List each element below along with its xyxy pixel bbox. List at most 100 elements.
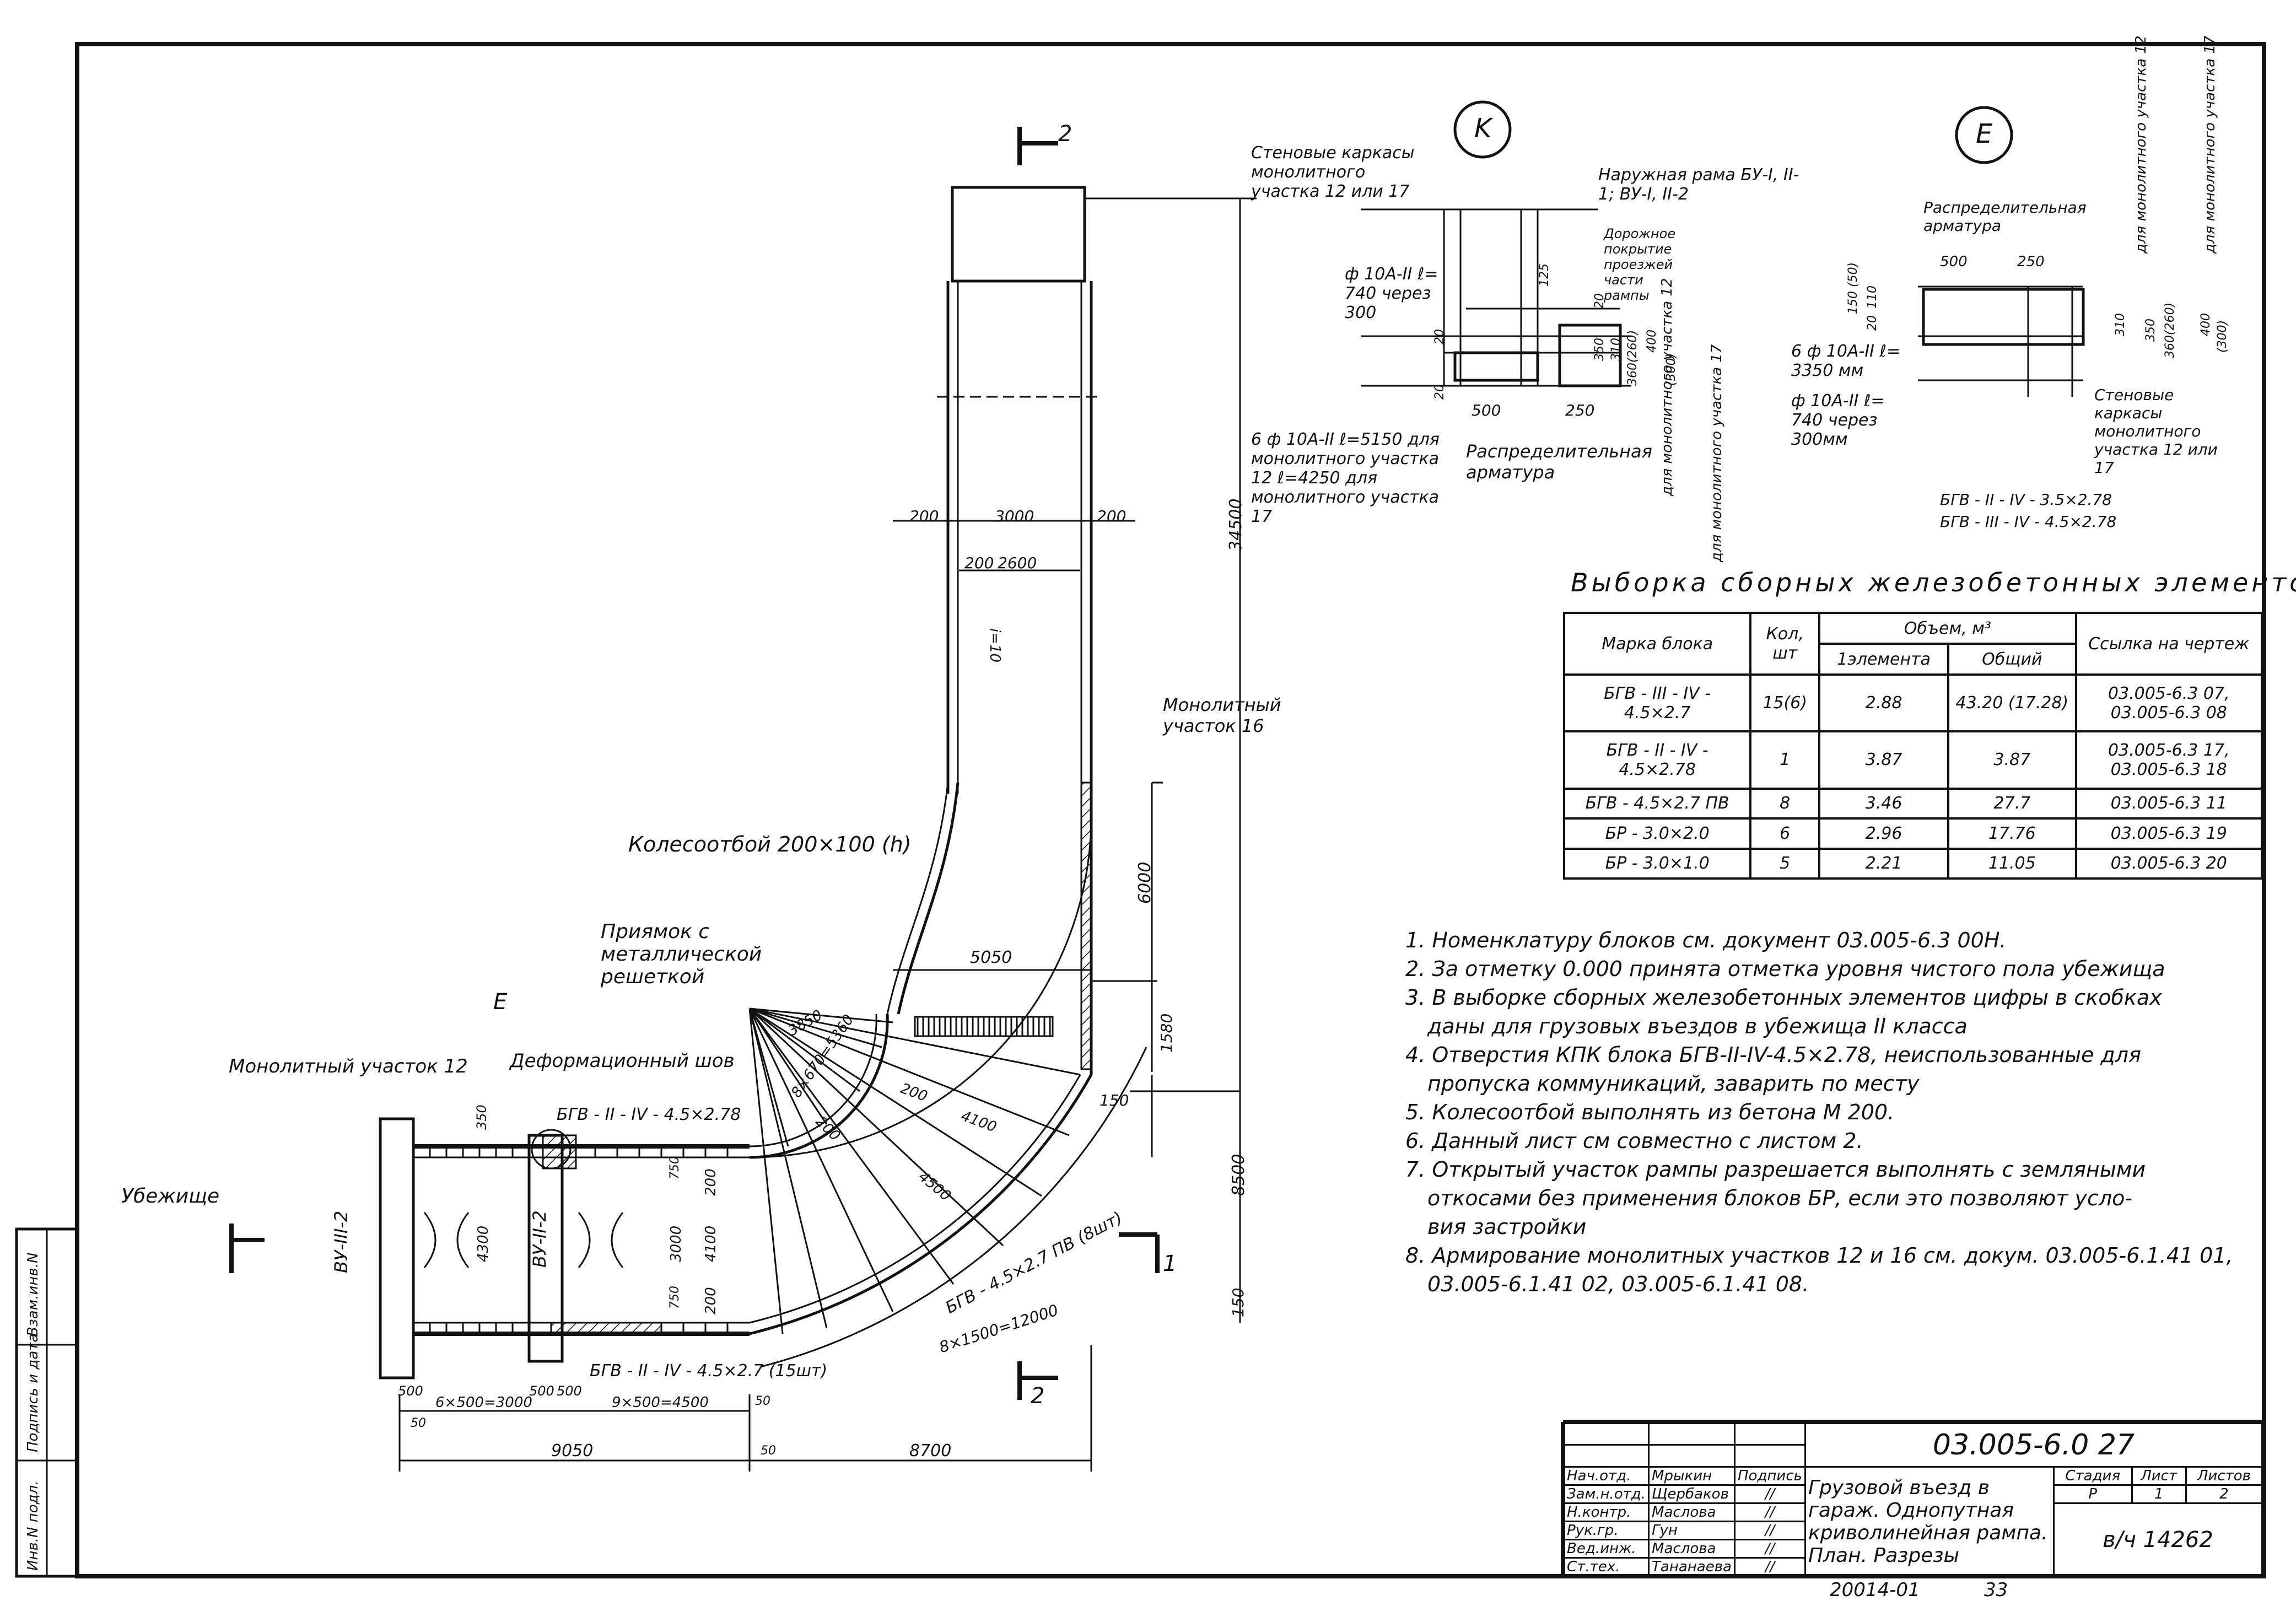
dim-text: 9×500=4500 xyxy=(612,1394,709,1411)
dim-text: 200 xyxy=(703,1287,719,1314)
section-label-2-bottom: 2 xyxy=(1031,1383,1045,1409)
dim-text: 750 xyxy=(668,1286,682,1309)
drawing-title: Грузовой въезд в гараж. Однопутная криво… xyxy=(1804,1466,2055,1577)
label-road-cover: Дорожное покрытие проезжей части рампы xyxy=(1604,226,1676,303)
spec-title: Выборка сборных железобетонных элементов xyxy=(1571,568,2296,597)
label-dist-rebar-e: Распределительная арматура xyxy=(1923,198,2087,235)
stamp-frame xyxy=(1561,1420,2264,1576)
label-pit: Приямок с металлической решеткой xyxy=(601,920,762,988)
dim-text: 360(260) xyxy=(2163,302,2177,358)
stamp-name: Гун xyxy=(1648,1521,1736,1540)
dim-text: 8500 xyxy=(1229,1154,1248,1196)
detail-k xyxy=(1361,100,1631,387)
dim-text: 360(260) xyxy=(1626,330,1640,386)
dim-text: 34500 xyxy=(1226,498,1246,551)
dim-text: 200 xyxy=(703,1168,719,1196)
label-rebar-e1: 6 ф 10А-II ℓ= 3350 мм xyxy=(1791,342,1901,380)
dim-text: 50 xyxy=(755,1394,770,1408)
dim-text: 50 xyxy=(761,1444,776,1458)
note-line: 2. За отметку 0.000 принята отметка уров… xyxy=(1405,957,2165,981)
stamp-role: Ст.тех. xyxy=(1562,1557,1650,1577)
sheet-frame xyxy=(75,42,2266,1578)
stamp-sign: // xyxy=(1733,1557,1806,1577)
dim-text: 350 xyxy=(474,1104,489,1130)
stamp-sign: // xyxy=(1733,1484,1806,1504)
side-stamp-sign: Подпись и дата xyxy=(25,1333,41,1452)
note-line: откосами без применения блоков БР, если … xyxy=(1427,1186,2133,1210)
section-marks xyxy=(229,127,1160,1400)
dim-text: 200 xyxy=(909,507,939,525)
stamp-role: Рук.гр. xyxy=(1562,1521,1650,1540)
dim-text: 110 xyxy=(1866,285,1879,309)
dim-text: 20 xyxy=(1433,329,1447,344)
label-shelter: Убежище xyxy=(121,1185,220,1208)
label-vu3: ВУ-III-2 xyxy=(331,1210,352,1273)
stamp-sheets: 2 xyxy=(2185,1484,2263,1504)
dim-text: (300) xyxy=(2216,320,2229,353)
spec-header-vol-total: Общий xyxy=(1947,643,2077,676)
stamp-sheet: 1 xyxy=(2131,1484,2187,1504)
stamp-sign: // xyxy=(1733,1502,1806,1522)
dim-text: 350 xyxy=(1593,338,1607,361)
ramp-curved-portion xyxy=(748,815,1147,1368)
dim-text: 4300 xyxy=(475,1225,492,1262)
label-wheel-stop: Колесоотбой 200×100 (h) xyxy=(628,832,912,856)
dim-text: 500 xyxy=(398,1383,423,1399)
note-line: 5. Колесоотбой выполнять из бетона М 200… xyxy=(1405,1100,1895,1124)
dim-text: 310 xyxy=(2114,313,2127,336)
spec-header-qty: Кол, шт xyxy=(1749,612,1821,676)
spec-header-ref: Ссылка на чертеж xyxy=(2074,612,2263,676)
callout-e: E xyxy=(1976,118,1993,149)
stamp-name: Щербаков xyxy=(1648,1484,1736,1504)
dim-text: 500 xyxy=(557,1383,582,1399)
stamp-stage: Р xyxy=(2052,1484,2133,1504)
dim-text: 6000 xyxy=(1135,861,1155,904)
dim-text: 9050 xyxy=(551,1441,594,1461)
title-block: 03.005-6.0 27 Нач.отд. Мрыкин Подпись Гр… xyxy=(1562,1422,2263,1577)
note-line: пропуска коммуникаций, заварить по месту xyxy=(1427,1071,1920,1096)
dim-text: 500 xyxy=(529,1383,554,1399)
section-label-2-top: 2 xyxy=(1058,121,1072,147)
label-bgv-plan1: БГВ - II - IV - 4.5×2.78 xyxy=(557,1105,741,1124)
dim-text: 250 xyxy=(1565,401,1595,419)
note-line: 3. В выборке сборных железобетонных элем… xyxy=(1405,985,2162,1010)
note-line: 1. Номенклатуру блоков см. документ 03.0… xyxy=(1405,928,2007,952)
note-line: 8. Армирование монолитных участков 12 и … xyxy=(1405,1243,2233,1268)
label-for-mono-12-e: для монолитного участка 12 xyxy=(2133,35,2149,254)
side-stamp xyxy=(15,1227,79,1578)
stamp-name: Мрыкин xyxy=(1648,1466,1736,1486)
dim-text: 6×500=3000 xyxy=(435,1394,532,1411)
dimension-lines xyxy=(398,197,1257,1472)
dim-text: 150 xyxy=(1100,1091,1129,1109)
label-outer-frame: Наружная рама БУ-I, II-1; ВУ-I, II-2 xyxy=(1598,165,1799,204)
dim-text: 400 xyxy=(2199,313,2213,336)
node-e-label: E xyxy=(493,989,508,1015)
note-line: 6. Данный лист см совместно с листом 2. xyxy=(1405,1129,1863,1153)
stamp-bottom-right: 33 xyxy=(1984,1579,2008,1601)
note-line: вия застройки xyxy=(1427,1215,1587,1239)
spec-header-mark: Марка блока xyxy=(1562,612,1752,676)
tunnel-plan xyxy=(379,1117,750,1379)
label-def-joint: Деформационный шов xyxy=(510,1050,735,1072)
stamp-sign: // xyxy=(1733,1521,1806,1540)
dim-text: 8700 xyxy=(909,1441,952,1461)
dim-text: 20 xyxy=(1866,315,1879,331)
label-wall-frames-k: Стеновые каркасы монолитного участка 12 … xyxy=(1251,143,1415,201)
dim-text: (300) xyxy=(1664,353,1678,386)
stamp-sheet-header: Лист xyxy=(2131,1466,2187,1486)
label-vu2: ВУ-II-2 xyxy=(529,1210,550,1268)
dim-text: 20 xyxy=(1593,293,1607,309)
label-mono-16: Монолитный участок 16 xyxy=(1163,694,1281,736)
dim-text: 200 xyxy=(964,554,994,572)
stamp-stage-header: Стадия xyxy=(2052,1466,2133,1486)
stamp-name: Маслова xyxy=(1648,1539,1736,1559)
side-stamp-inv: Инв.N подл. xyxy=(25,1480,41,1571)
note-line: 4. Отверстия КПК блока БГВ-II-IV-4.5×2.7… xyxy=(1405,1043,2141,1067)
dim-text: 3000 xyxy=(995,507,1034,525)
stamp-org: в/ч 14262 xyxy=(2052,1502,2263,1577)
